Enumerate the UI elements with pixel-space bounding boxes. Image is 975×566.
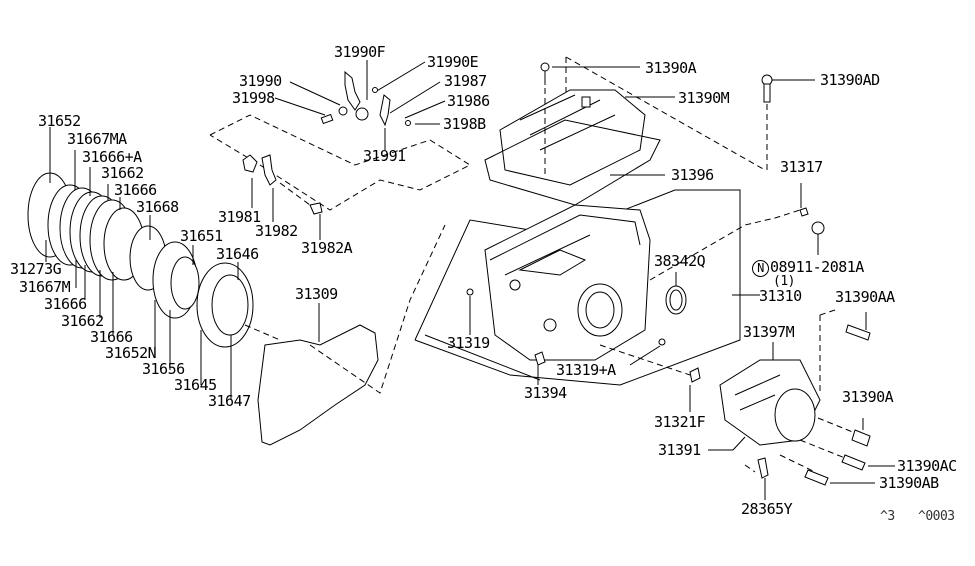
label-31390AC: 31390AC (897, 457, 957, 475)
label-38342Q: 38342Q (654, 252, 706, 270)
label-31646: 31646 (216, 245, 259, 263)
label-31390AB: 31390AB (879, 474, 939, 492)
label-28365Y: 28365Y (741, 500, 793, 518)
label-31990F: 31990F (334, 43, 386, 61)
label-31990: 31990 (239, 72, 282, 90)
label-31990E: 31990E (427, 53, 479, 71)
leader-lines-clutch (45, 127, 281, 400)
label-31982A: 31982A (301, 239, 353, 257)
label-31987: 31987 (444, 72, 487, 90)
label-31652N: 31652N (105, 344, 157, 362)
label-3198B: 3198B (443, 115, 486, 133)
label-08911-qty: (1) (773, 274, 795, 289)
label-31390A-right: 31390A (842, 388, 894, 406)
n-marker-icon: N (752, 260, 769, 277)
case-small-parts (466, 207, 825, 385)
oil-pan-31390M (499, 89, 646, 186)
label-31651: 31651 (180, 227, 223, 245)
label-31656: 31656 (142, 360, 185, 378)
label-31390AA: 31390AA (835, 288, 895, 306)
label-31662-top: 31662 (101, 164, 144, 182)
label-31667MA: 31667MA (67, 130, 127, 148)
label-31390A-top: 31390A (645, 59, 697, 77)
manual-lever-31991 (320, 70, 411, 127)
label-31273G: 31273G (10, 260, 62, 278)
label-31645: 31645 (174, 376, 217, 394)
label-31319A: 31319+A (556, 361, 616, 379)
footer-code-1: ^3 (880, 509, 895, 524)
label-31391: 31391 (658, 441, 701, 459)
label-31666-b2: 31666 (90, 328, 133, 346)
label-31394: 31394 (524, 384, 567, 402)
label-31310: 31310 (759, 287, 802, 305)
label-31647: 31647 (208, 392, 251, 410)
label-31991: 31991 (363, 147, 406, 165)
levers-31981-31982 (242, 154, 323, 240)
label-31666A: 31666+A (82, 148, 142, 166)
label-31321F: 31321F (654, 413, 706, 431)
lever-group-outline (209, 114, 472, 211)
pan-bolt-31390A (540, 56, 766, 175)
transmission-case-31310 (484, 204, 651, 361)
label-31666-top: 31666 (114, 181, 157, 199)
label-31397M: 31397M (743, 323, 795, 341)
leader-lines-top (274, 60, 815, 208)
label-31668: 31668 (136, 198, 179, 216)
label-31998: 31998 (232, 89, 275, 107)
label-31309: 31309 (295, 285, 338, 303)
label-31667M: 31667M (19, 278, 71, 296)
seal-38342Q (665, 272, 687, 315)
label-31981: 31981 (218, 208, 261, 226)
label-31666-b1: 31666 (44, 295, 87, 313)
footer-code-2: ^0003 (918, 509, 955, 524)
clutch-pack (27, 172, 254, 348)
label-31982: 31982 (255, 222, 298, 240)
label-31396: 31396 (671, 166, 714, 184)
label-31662-b: 31662 (61, 312, 104, 330)
oil-pan-gasket-31396 (484, 119, 661, 206)
label-31390M: 31390M (678, 89, 730, 107)
case-gasket-31309 (257, 224, 446, 446)
rear-cover-31397M (719, 342, 821, 446)
rear-leaders (689, 309, 895, 500)
bolt-31390AD (761, 74, 773, 170)
label-31390AD: 31390AD (820, 71, 880, 89)
label-31319: 31319 (447, 334, 490, 352)
label-31652: 31652 (38, 112, 81, 130)
label-31317: 31317 (780, 158, 823, 176)
label-31986: 31986 (447, 92, 490, 110)
label-08911-code: 08911-2081A (770, 258, 864, 276)
